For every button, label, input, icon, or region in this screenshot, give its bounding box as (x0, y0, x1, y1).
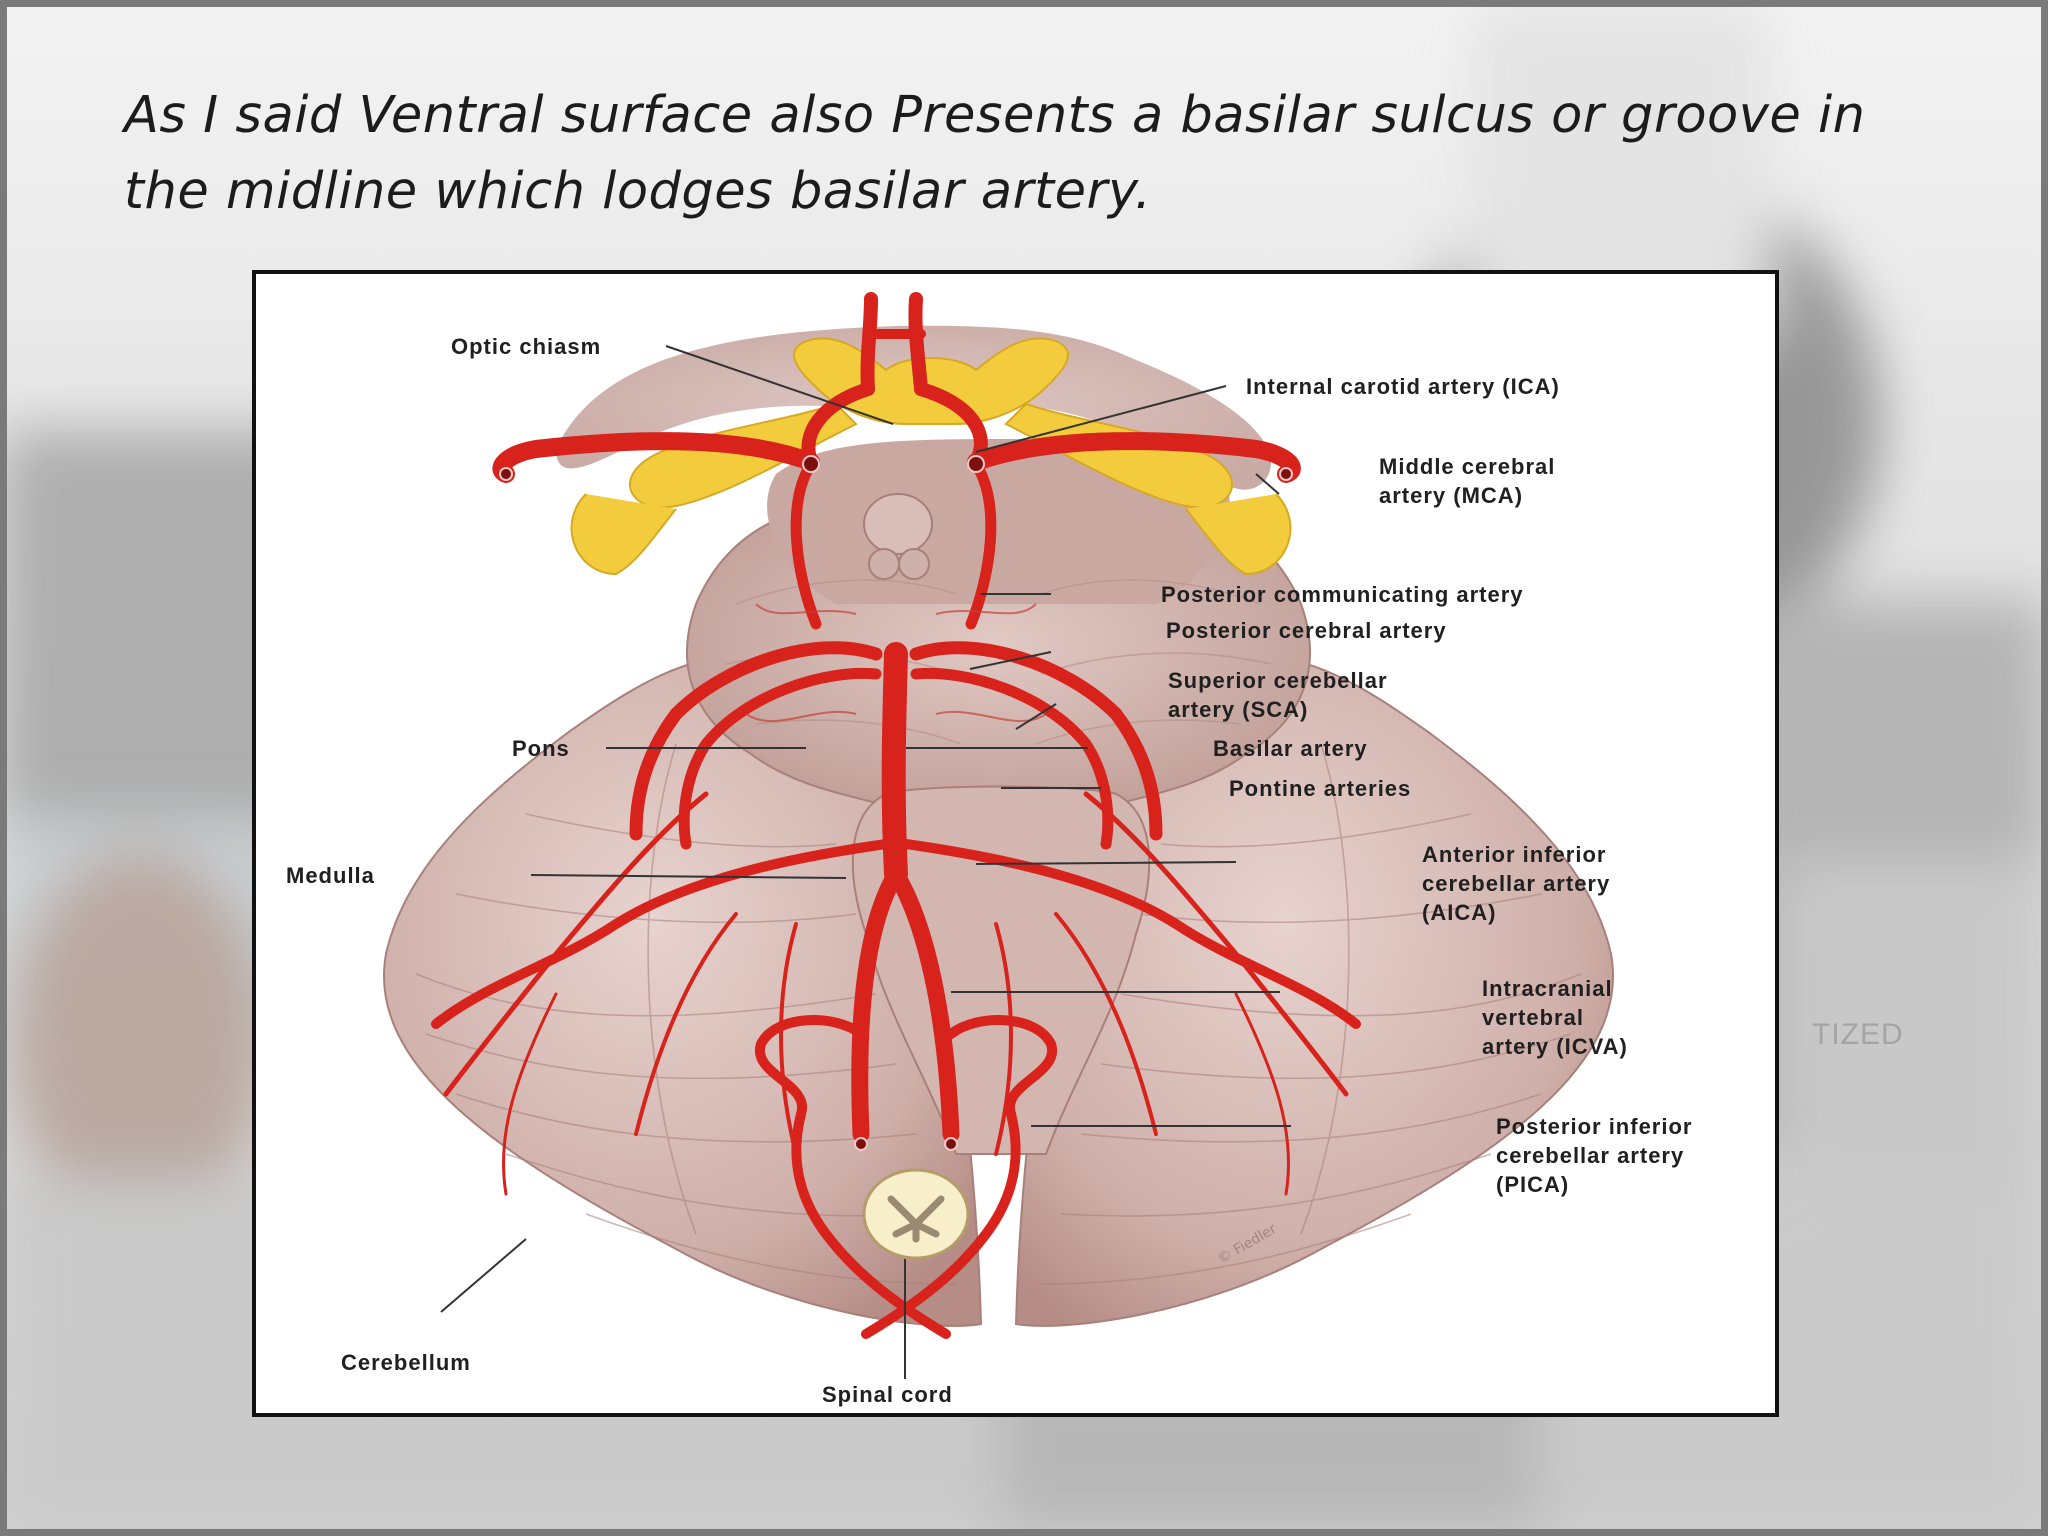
label-aica-line-1: Anterior inferior (1422, 842, 1607, 867)
label-sca-line-2: artery (SCA) (1168, 697, 1309, 722)
pica-left (754, 1015, 951, 1339)
label-posterior-communicating-artery: Posterior communicating artery (1161, 582, 1524, 607)
brain-arteries-figure: © Fiedler Optic chiasm Internal carotid … (252, 270, 1779, 1417)
label-pica-line-1: Posterior inferior (1496, 1114, 1693, 1139)
middle-cerebral-artery-right (967, 432, 1301, 483)
label-basilar-artery: Basilar artery (1213, 736, 1368, 761)
label-pica-line-3: (PICA) (1496, 1172, 1570, 1197)
label-posterior-cerebral-artery: Posterior cerebral artery (1166, 618, 1447, 643)
label-middle-cerebral-artery: Middle cerebral artery (MCA) (1379, 452, 1555, 510)
cerebellar-folia-lines (415, 743, 1582, 1285)
label-internal-carotid-artery: Internal carotid artery (ICA) (1246, 374, 1560, 399)
label-pontine-arteries: Pontine arteries (1229, 776, 1412, 801)
posterior-communicating-artery-left (790, 458, 822, 630)
vertebral-artery-left (851, 865, 905, 1143)
spinal-cord-section (862, 1168, 970, 1260)
brain-arteries-illustration: © Fiedler (383, 292, 1614, 1379)
label-sca-line-1: Superior cerebellar (1168, 668, 1388, 693)
label-optic-chiasm: Optic chiasm (451, 334, 602, 359)
background-watermark-text: TIZED (1812, 1018, 1904, 1051)
mammillary-body (863, 493, 933, 555)
label-mca-line-2: artery (MCA) (1379, 483, 1524, 508)
superior-cerebellar-artery-right (910, 667, 1114, 850)
posterior-communicating-artery-right (965, 458, 997, 630)
label-aica-line-2: cerebellar artery (1422, 871, 1611, 896)
label-leader-lines (440, 345, 1291, 1379)
label-pica-line-2: cerebellar artery (1496, 1143, 1685, 1168)
label-posterior-inferior-cerebellar-artery: Posterior inferior cerebellar artery (PI… (1496, 1112, 1692, 1199)
label-aica-line-3: (AICA) (1422, 900, 1497, 925)
aica-right (901, 839, 1361, 1029)
label-spinal-cord: Spinal cord (822, 1382, 953, 1407)
label-pons: Pons (512, 736, 570, 761)
label-medulla: Medulla (286, 863, 375, 888)
label-icva-line-1: Intracranial (1482, 976, 1613, 1001)
vessel-cut-ends (499, 455, 1293, 1151)
posterior-cerebral-artery-left (629, 641, 883, 841)
pica-right (861, 1015, 1058, 1339)
label-mca-line-1: Middle cerebral (1379, 454, 1556, 479)
aica-left (431, 839, 891, 1029)
posterior-cerebral-artery-right (909, 641, 1163, 841)
label-cerebellum: Cerebellum (341, 1350, 471, 1375)
slide-title-line-2: the midline which lodges basilar artery. (124, 162, 1152, 221)
slide-title: As I said Ventral surface also Presents … (124, 78, 1904, 230)
label-icva-line-3: artery (ICVA) (1482, 1034, 1628, 1059)
basilar-artery (881, 642, 908, 886)
arterial-tree (431, 292, 1361, 1339)
slide-title-line-1: As I said Ventral surface also Presents … (124, 86, 1866, 145)
vertebral-artery-right (887, 865, 960, 1143)
label-intracranial-vertebral-artery: Intracranial vertebral artery (ICVA) (1482, 974, 1628, 1061)
middle-cerebral-artery-left (492, 432, 820, 483)
label-superior-cerebellar-artery: Superior cerebellar artery (SCA) (1168, 666, 1388, 724)
label-icva-line-2: vertebral (1482, 1005, 1584, 1030)
superior-cerebellar-artery-left (678, 667, 882, 850)
optic-tract-left (629, 402, 858, 509)
label-anterior-inferior-cerebellar-artery: Anterior inferior cerebellar artery (AIC… (1422, 840, 1610, 927)
